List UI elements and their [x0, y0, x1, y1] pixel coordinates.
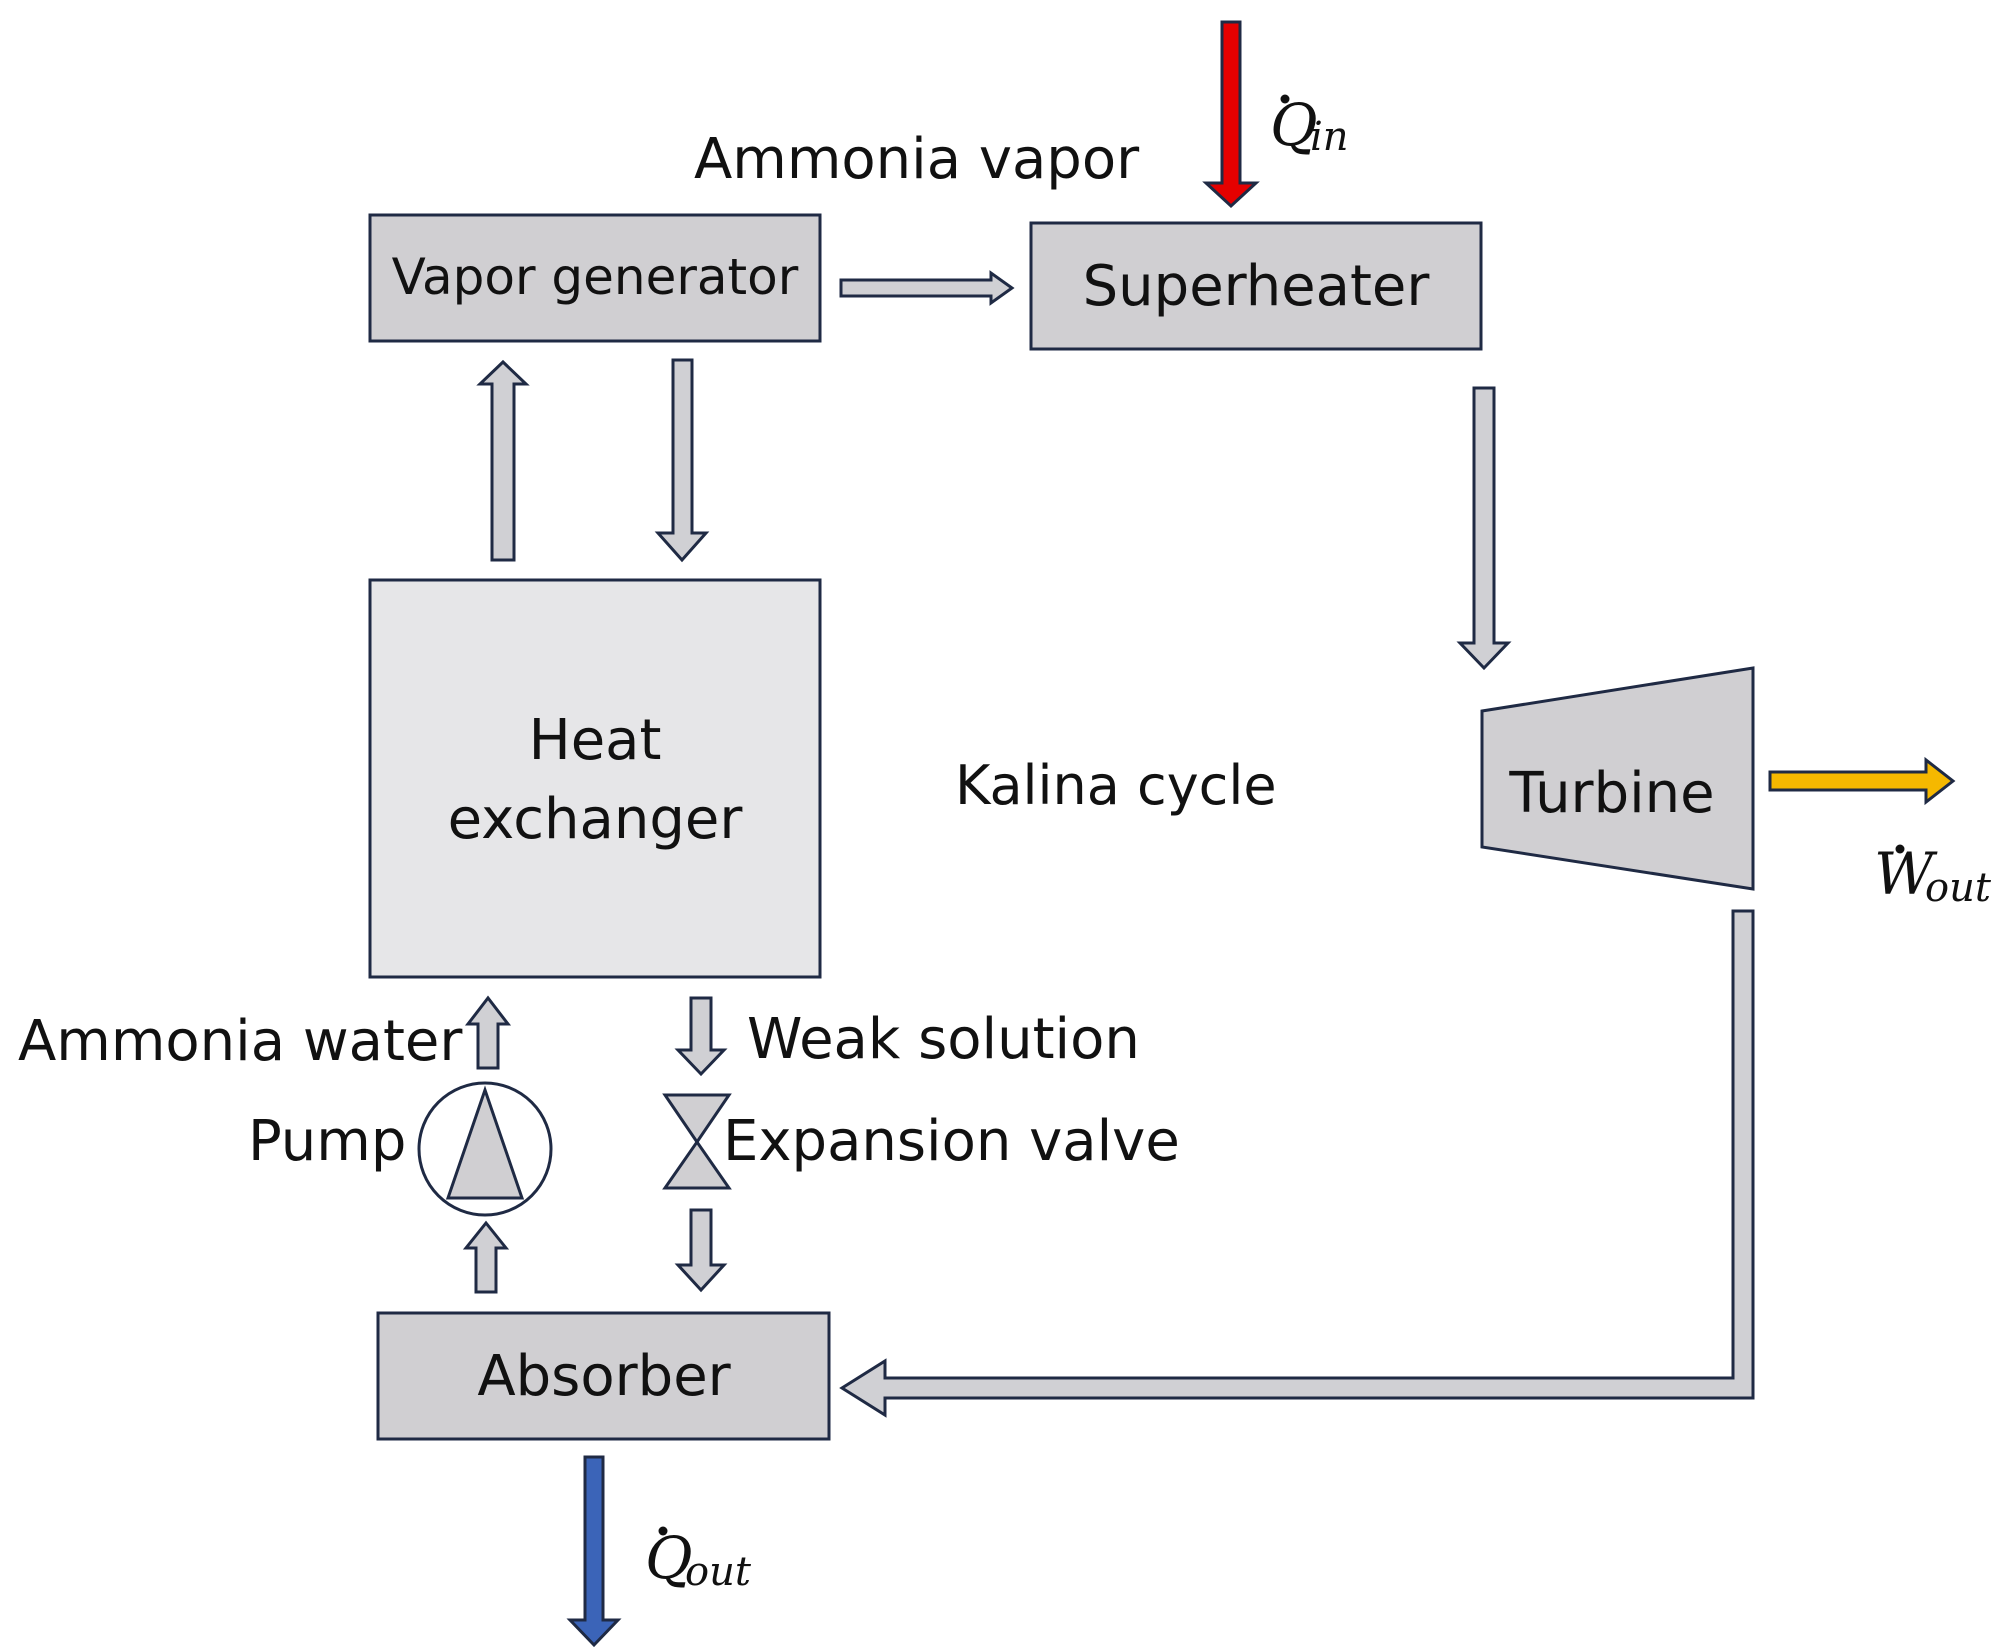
- flow-arrow-hx-to-vapor: [476, 359, 530, 562]
- vapor-generator-box: Vapor generator: [368, 213, 822, 343]
- heat-out-symbol: Q: [645, 1524, 693, 1592]
- heat-exchanger-box: Heat exchanger: [368, 578, 822, 979]
- superheater-label: Superheater: [1083, 254, 1431, 319]
- pump-icon: [417, 1081, 553, 1217]
- heat-out-dot: [658, 1526, 668, 1536]
- flow-arrow-valve-to-absorber: [674, 1208, 728, 1293]
- work-out-symbol: W: [1874, 840, 1938, 908]
- cycle-name-label: Kalina cycle: [955, 754, 1277, 817]
- ammonia-water-label: Ammonia water: [18, 1009, 463, 1074]
- turbine-shape: Turbine: [1480, 666, 1755, 891]
- heat-exchanger-label-line2: exchanger: [448, 787, 744, 852]
- work-out-subscript: out: [1925, 865, 1992, 911]
- absorber-box: Absorber: [376, 1311, 831, 1441]
- heat-out-arrow: [566, 1455, 622, 1648]
- expansion-valve-icon: [662, 1093, 732, 1190]
- flow-arrow-vapor-to-superheater: [839, 270, 1015, 306]
- work-out-dot: [1895, 844, 1905, 854]
- heat-out-label: Q out: [645, 1524, 752, 1595]
- absorber-label: Absorber: [477, 1344, 731, 1409]
- heat-in-label: Q in: [1270, 91, 1349, 160]
- flow-arrow-vapor-to-hx: [654, 358, 710, 563]
- heat-in-subscript: in: [1310, 114, 1349, 160]
- flow-arrow-hx-to-valve: [674, 996, 728, 1077]
- heat-exchanger-label-line1: Heat: [529, 708, 662, 773]
- flow-arrow-superheater-to-turbine: [1456, 386, 1512, 671]
- expansion-valve-label: Expansion valve: [723, 1109, 1180, 1174]
- flow-arrow-absorber-to-pump: [462, 1220, 510, 1294]
- vapor-generator-label: Vapor generator: [392, 248, 799, 306]
- work-out-arrow: [1768, 756, 1956, 806]
- superheater-box: Superheater: [1029, 221, 1483, 351]
- heat-in-symbol: Q: [1270, 91, 1318, 159]
- weak-solution-label: Weak solution: [747, 1007, 1140, 1072]
- flow-arrow-pump-to-hx: [464, 995, 512, 1070]
- heat-in-arrow: [1202, 20, 1260, 209]
- flow-arrow-turbine-to-absorber: [839, 909, 1755, 1418]
- ammonia-vapor-label: Ammonia vapor: [694, 127, 1140, 192]
- work-out-label: W out: [1874, 840, 1992, 911]
- heat-out-subscript: out: [685, 1549, 752, 1595]
- turbine-label: Turbine: [1508, 761, 1714, 826]
- pump-label: Pump: [248, 1109, 406, 1174]
- heat-in-dot: [1280, 94, 1290, 104]
